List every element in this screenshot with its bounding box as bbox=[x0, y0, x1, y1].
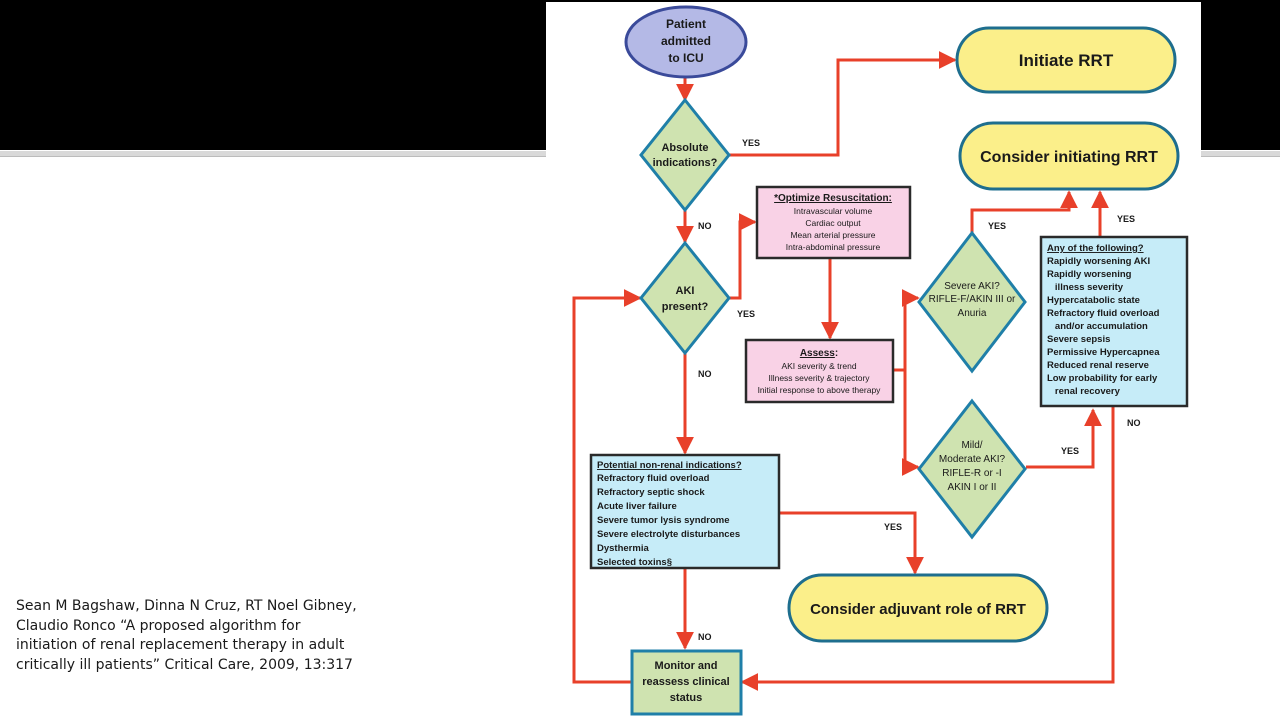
start-node: Patient admitted to ICU bbox=[624, 5, 748, 79]
yes-label: YES bbox=[988, 221, 1006, 231]
decision-label: RIFLE-F/AKIN III or bbox=[929, 294, 1016, 305]
terminal-label: Initiate RRT bbox=[1019, 51, 1114, 70]
citation-line: initiation of renal replacement therapy … bbox=[16, 637, 345, 653]
decision-aki-present: AKI present? bbox=[639, 240, 731, 356]
box-item: Refractory fluid overload bbox=[597, 473, 710, 484]
box-item: Severe sepsis bbox=[1047, 334, 1110, 345]
no-label: NO bbox=[698, 632, 712, 642]
decision-label: Absolute bbox=[661, 142, 708, 154]
box-item: Intra-abdominal pressure bbox=[786, 242, 881, 252]
no-label: NO bbox=[698, 221, 712, 231]
arrow-mild-yes-to-any bbox=[1026, 408, 1102, 469]
box-item: Reduced renal reserve bbox=[1047, 360, 1149, 371]
box-label: Monitor and bbox=[655, 660, 718, 672]
box-item: Dysthermia bbox=[597, 543, 649, 554]
box-title: Assess: bbox=[800, 348, 838, 359]
box-item: Selected toxins§ bbox=[597, 557, 672, 568]
arrow-aki-yes-to-optimize bbox=[730, 213, 757, 300]
box-label: status bbox=[670, 692, 702, 704]
decision-severe-aki: Severe AKI? RIFLE-F/AKIN III or Anuria bbox=[917, 230, 1027, 374]
start-label: admitted bbox=[661, 34, 711, 48]
terminal-consider-adjuvant-rrt: Consider adjuvant role of RRT bbox=[787, 573, 1049, 643]
box-item: Low probability for early bbox=[1047, 373, 1158, 384]
no-label: NO bbox=[698, 369, 712, 379]
box-item: Mean arterial pressure bbox=[790, 230, 875, 240]
decision-label: indications? bbox=[653, 157, 718, 169]
yes-label: YES bbox=[737, 309, 755, 319]
yes-label: YES bbox=[1061, 446, 1079, 456]
box-title: *Optimize Resuscitation: bbox=[774, 193, 892, 204]
decision-mild-aki: Mild/ Moderate AKI? RIFLE-R or -I AKIN I… bbox=[917, 398, 1027, 540]
terminal-consider-initiating-rrt: Consider initiating RRT bbox=[958, 121, 1180, 191]
box-item: Refractory septic shock bbox=[597, 487, 705, 498]
box-optimize-resuscitation: *Optimize Resuscitation: Intravascular v… bbox=[755, 185, 912, 260]
citation-line: Sean M Bagshaw, Dinna N Cruz, RT Noel Gi… bbox=[16, 598, 357, 614]
decision-label: Anuria bbox=[958, 308, 987, 319]
citation: Sean M Bagshaw, Dinna N Cruz, RT Noel Gi… bbox=[16, 597, 416, 675]
box-item: Cardiac output bbox=[805, 218, 861, 228]
decision-label: Moderate AKI? bbox=[939, 454, 1006, 465]
connectors bbox=[572, 51, 1115, 691]
citation-line: critically ill patients” Critical Care, … bbox=[16, 656, 353, 673]
box-item: renal recovery bbox=[1047, 386, 1121, 397]
arrow-assess-to-mild bbox=[901, 370, 920, 476]
box-item: Severe electrolyte disturbances bbox=[597, 529, 740, 540]
box-item: Acute liver failure bbox=[597, 501, 677, 512]
box-item: Refractory fluid overload bbox=[1047, 308, 1160, 319]
box-monitor-reassess: Monitor and reassess clinical status bbox=[630, 649, 743, 716]
box-label: reassess clinical bbox=[642, 676, 729, 688]
terminal-initiate-rrt: Initiate RRT bbox=[955, 26, 1177, 94]
yes-label: YES bbox=[884, 522, 902, 532]
decision-label: AKI bbox=[676, 285, 695, 297]
box-any-of-following: Any of the following? Rapidly worsening … bbox=[1039, 235, 1189, 408]
arrow-severe-yes-to-consider bbox=[970, 190, 1078, 233]
box-item: illness severity bbox=[1047, 282, 1124, 293]
box-item: Severe tumor lysis syndrome bbox=[597, 515, 730, 526]
branch-labels: YES NO YES NO YES YES NO YES YES NO bbox=[698, 138, 1141, 642]
arrow-any-no-to-monitor bbox=[740, 406, 1115, 691]
terminal-label: Consider adjuvant role of RRT bbox=[810, 601, 1026, 618]
box-item: Rapidly worsening bbox=[1047, 269, 1132, 280]
box-item: Rapidly worsening AKI bbox=[1047, 256, 1150, 267]
arrow-monitor-to-aki bbox=[572, 289, 642, 684]
box-assess: Assess: AKI severity & trend Illness sev… bbox=[744, 338, 895, 404]
decision-label: Severe AKI? bbox=[944, 281, 1000, 292]
box-item: AKI severity & trend bbox=[781, 361, 856, 371]
arrow-assess-to-severe bbox=[893, 289, 920, 372]
start-label: to ICU bbox=[668, 51, 703, 65]
box-item: Illness severity & trajectory bbox=[768, 373, 870, 383]
box-title: Potential non-renal indications? bbox=[597, 460, 742, 471]
assess-title: Assess bbox=[800, 348, 835, 359]
box-non-renal-indications: Potential non-renal indications? Refract… bbox=[589, 453, 781, 570]
terminal-label: Consider initiating RRT bbox=[980, 149, 1158, 166]
box-item: Permissive Hypercapnea bbox=[1047, 347, 1160, 358]
decision-label: present? bbox=[662, 301, 709, 313]
decision-absolute-indications: Absolute indications? bbox=[639, 97, 731, 213]
arrow-nonrenal-yes-to-adjuvant bbox=[779, 511, 924, 575]
yes-label: YES bbox=[1117, 214, 1135, 224]
box-item: Initial response to above therapy bbox=[758, 385, 882, 395]
box-item: Intravascular volume bbox=[794, 206, 873, 216]
decision-label: AKIN I or II bbox=[948, 482, 997, 493]
yes-label: YES bbox=[742, 138, 760, 148]
box-item: and/or accumulation bbox=[1047, 321, 1148, 332]
decision-label: RIFLE-R or -I bbox=[942, 468, 1001, 479]
arrow-absolute-yes-to-initiate bbox=[727, 51, 957, 157]
box-item: Hypercatabolic state bbox=[1047, 295, 1140, 306]
start-label: Patient bbox=[666, 17, 706, 31]
citation-line: Claudio Ronco “A proposed algorithm for bbox=[16, 617, 301, 634]
no-label: NO bbox=[1127, 418, 1141, 428]
box-title: Any of the following? bbox=[1047, 243, 1144, 254]
assess-title-suffix: : bbox=[835, 348, 838, 359]
decision-label: Mild/ bbox=[961, 440, 982, 451]
